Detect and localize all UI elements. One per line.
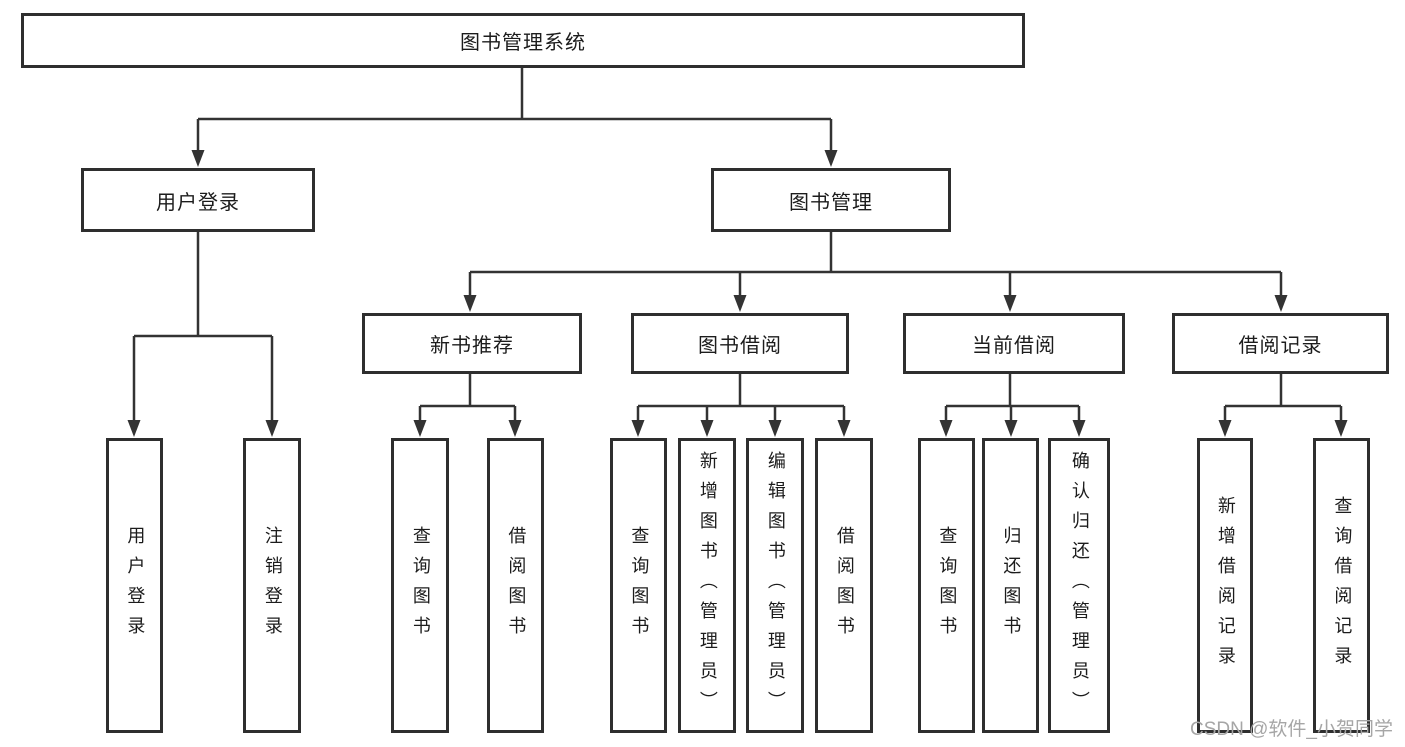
- leaf-query-books-newbooks: 查询图书: [391, 438, 449, 733]
- node-new-books: 新书推荐: [362, 313, 582, 374]
- leaf-add-book-admin: 新增图书（管理员）: [678, 438, 736, 733]
- leaf-add-borrow-record-label: 新增借阅记录: [1215, 495, 1236, 676]
- leaf-confirm-return-admin: 确认归还（管理员）: [1048, 438, 1110, 733]
- node-borrow-records: 借阅记录: [1172, 313, 1389, 374]
- leaf-add-book-admin-label: 新增图书（管理员）: [697, 450, 718, 721]
- arrowhead-icons: [127, 150, 1348, 437]
- node-book-borrow: 图书借阅: [631, 313, 849, 374]
- node-book-mgmt-label: 图书管理: [789, 191, 873, 214]
- node-user-login-label: 用户登录: [156, 191, 240, 214]
- node-root: 图书管理系统: [21, 13, 1025, 68]
- leaf-logout: 注销登录: [243, 438, 301, 733]
- leaf-user-login-label: 用户登录: [125, 525, 146, 646]
- leaf-borrow-books-newbooks: 借阅图书: [487, 438, 544, 733]
- node-book-borrow-label: 图书借阅: [698, 335, 782, 357]
- leaf-query-books-borrow: 查询图书: [610, 438, 667, 733]
- node-new-books-label: 新书推荐: [430, 335, 514, 357]
- node-user-login: 用户登录: [81, 168, 315, 232]
- leaf-edit-book-admin-label: 编辑图书（管理员）: [765, 450, 786, 721]
- leaf-borrow-books: 借阅图书: [815, 438, 873, 733]
- leaf-query-books-current: 查询图书: [918, 438, 975, 733]
- node-current-borrow-label: 当前借阅: [972, 335, 1056, 357]
- leaf-borrow-books-label: 借阅图书: [834, 525, 855, 646]
- leaf-edit-book-admin: 编辑图书（管理员）: [746, 438, 804, 733]
- leaf-query-books-newbooks-label: 查询图书: [410, 525, 431, 646]
- leaf-query-books-current-label: 查询图书: [937, 525, 958, 646]
- leaf-query-borrow-record: 查询借阅记录: [1313, 438, 1370, 733]
- leaf-borrow-books-newbooks-label: 借阅图书: [506, 525, 527, 646]
- node-borrow-records-label: 借阅记录: [1238, 335, 1323, 357]
- leaf-confirm-return-admin-label: 确认归还（管理员）: [1069, 450, 1090, 721]
- csdn-watermark: CSDN @软件_小贺同学: [1190, 719, 1393, 740]
- node-root-label: 图书管理系统: [460, 32, 586, 54]
- leaf-return-books: 归还图书: [982, 438, 1039, 733]
- leaf-return-books-label: 归还图书: [1001, 525, 1022, 646]
- node-book-mgmt: 图书管理: [711, 168, 951, 232]
- node-current-borrow: 当前借阅: [903, 313, 1125, 374]
- leaf-query-borrow-record-label: 查询借阅记录: [1332, 495, 1353, 676]
- leaf-user-login: 用户登录: [106, 438, 163, 733]
- leaf-query-books-borrow-label: 查询图书: [629, 525, 650, 646]
- leaf-add-borrow-record: 新增借阅记录: [1197, 438, 1253, 733]
- leaf-logout-label: 注销登录: [262, 525, 283, 646]
